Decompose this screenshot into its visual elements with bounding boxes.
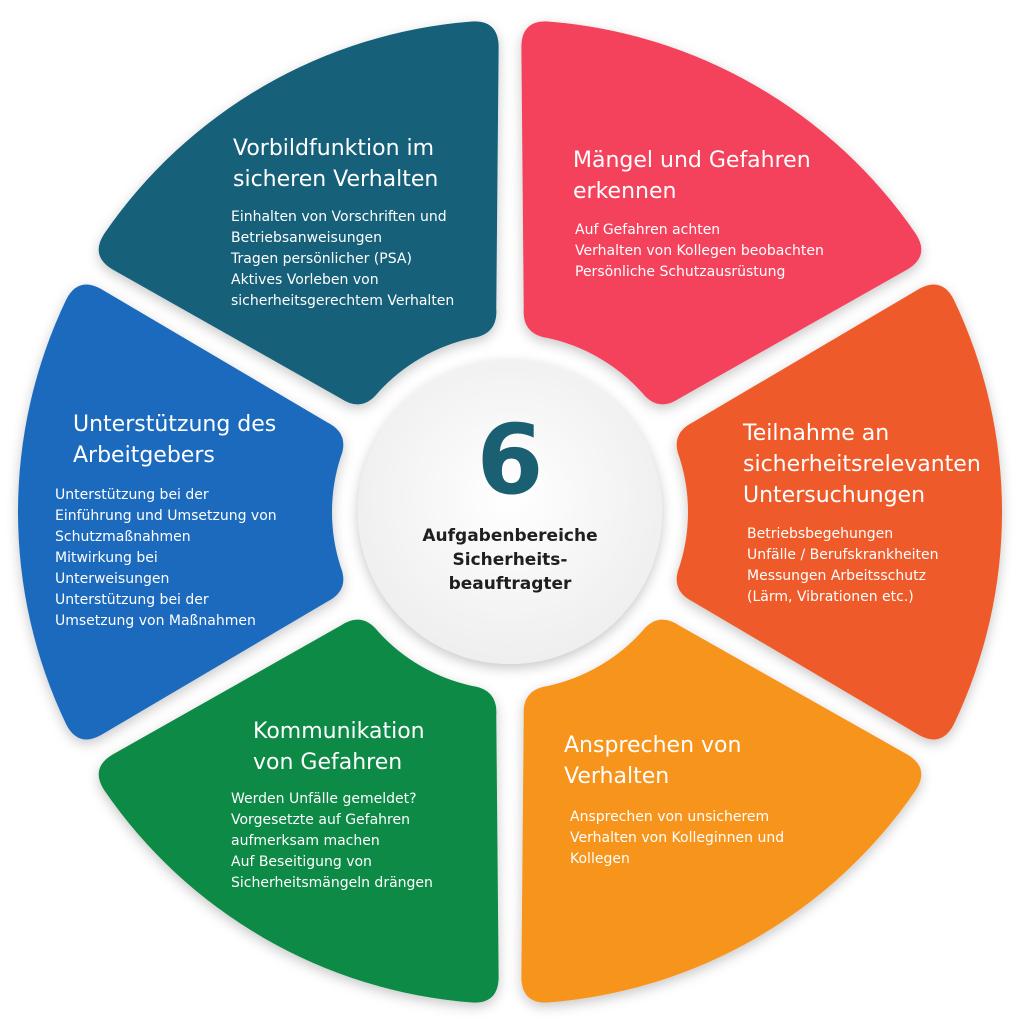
list-item: Auf Gefahren achten	[575, 222, 721, 238]
center-number: 6	[476, 404, 544, 516]
segment-title-teilnahme: Teilnahme an sicherheitsrelevanten Unter…	[743, 418, 981, 511]
list-item: Vorgesetzte auf Gefahren	[231, 812, 410, 828]
list-item: Einhalten von Vorschriften und	[231, 209, 447, 225]
segment-items-unterstuetzung: Unterstützung bei der Einführung und Ums…	[55, 485, 277, 632]
list-item: Unterstützung bei der	[55, 592, 209, 608]
list-item: Unterweisungen	[55, 571, 170, 587]
list-item: (Lärm, Vibrationen etc.)	[747, 589, 914, 605]
segment-unterstuetzung-arbeitgeber	[17, 284, 344, 740]
segment-items-teilnahme: Betriebsbegehungen Unfälle / Berufskrank…	[747, 524, 938, 608]
segment-items-ansprechen: Ansprechen von unsicherem Verhalten von …	[570, 807, 784, 870]
list-item: Ansprechen von unsicherem	[570, 809, 770, 825]
title-line: Teilnahme an	[743, 421, 890, 446]
list-item: Verhalten von Kolleginnen und	[570, 830, 785, 846]
segment-title-ansprechen: Ansprechen von Verhalten	[564, 730, 741, 792]
title-line: Unterstützung des	[73, 412, 277, 437]
title-line: Untersuchungen	[743, 483, 926, 508]
list-item: Umsetzung von Maßnahmen	[55, 613, 256, 629]
list-item: Mitwirkung bei	[55, 550, 158, 566]
list-item: Einführung und Umsetzung von	[55, 508, 277, 524]
segment-title-kommunikation: Kommunikation von Gefahren	[253, 716, 425, 778]
center-label-line: beauftragter	[448, 574, 572, 594]
segment-ansprechen-verhalten	[521, 619, 922, 1003]
list-item: Verhalten von Kollegen beobachten	[575, 243, 824, 259]
list-item: Kollegen	[570, 851, 630, 867]
title-line: sicheren Verhalten	[233, 167, 439, 192]
segment-title-vorbildfunktion: Vorbildfunktion im sicheren Verhalten	[233, 133, 438, 195]
title-line: von Gefahren	[253, 750, 403, 775]
title-line: erkennen	[573, 179, 677, 204]
list-item: Unfälle / Berufskrankheiten	[747, 547, 939, 563]
list-item: Unterstützung bei der	[55, 487, 209, 503]
list-item: Werden Unfälle gemeldet?	[231, 791, 417, 807]
segment-kommunikation-gefahren	[98, 619, 499, 1003]
title-line: Kommunikation	[253, 719, 425, 744]
list-item: aufmerksam machen	[231, 833, 380, 849]
segment-items-kommunikation: Werden Unfälle gemeldet? Vorgesetzte auf…	[231, 789, 433, 894]
title-line: Vorbildfunktion im	[233, 136, 435, 161]
list-item: Auf Beseitigung von	[231, 854, 372, 870]
segment-title-unterstuetzung: Unterstützung des Arbeitgebers	[73, 409, 276, 471]
title-line: Mängel und Gefahren	[573, 148, 811, 173]
title-line: sicherheitsrelevanten	[743, 452, 981, 477]
center-label-line: Sicherheits-	[452, 550, 568, 570]
center-label-line: Aufgabenbereiche	[422, 526, 598, 546]
center-label: Aufgabenbereiche Sicherheits- beauftragt…	[380, 524, 640, 596]
list-item: Sicherheitsmängeln drängen	[231, 875, 433, 891]
list-item: Messungen Arbeitsschutz	[747, 568, 926, 584]
list-item: Aktives Vorleben von	[231, 272, 379, 288]
segment-teilnahme-untersuchungen	[676, 284, 1003, 740]
list-item: Tragen persönlicher (PSA)	[231, 251, 412, 267]
segment-vorbildfunktion	[98, 21, 499, 405]
segment-items-vorbildfunktion: Einhalten von Vorschriften und Betriebsa…	[231, 207, 454, 312]
list-item: Betriebsanweisungen	[231, 230, 382, 246]
segment-maengel-gefahren	[521, 21, 922, 405]
segment-items-maengel: Auf Gefahren achten Verhalten von Kolleg…	[575, 220, 824, 283]
list-item: sicherheitsgerechtem Verhalten	[231, 293, 455, 309]
title-line: Verhalten	[564, 764, 670, 789]
list-item: Persönliche Schutzausrüstung	[575, 264, 786, 280]
segment-title-maengel: Mängel und Gefahren erkennen	[573, 145, 811, 207]
title-line: Arbeitgebers	[73, 443, 215, 468]
hub-circle	[358, 360, 662, 664]
list-item: Schutzmaßnahmen	[55, 529, 191, 545]
title-line: Ansprechen von	[564, 733, 742, 758]
list-item: Betriebsbegehungen	[747, 526, 894, 542]
